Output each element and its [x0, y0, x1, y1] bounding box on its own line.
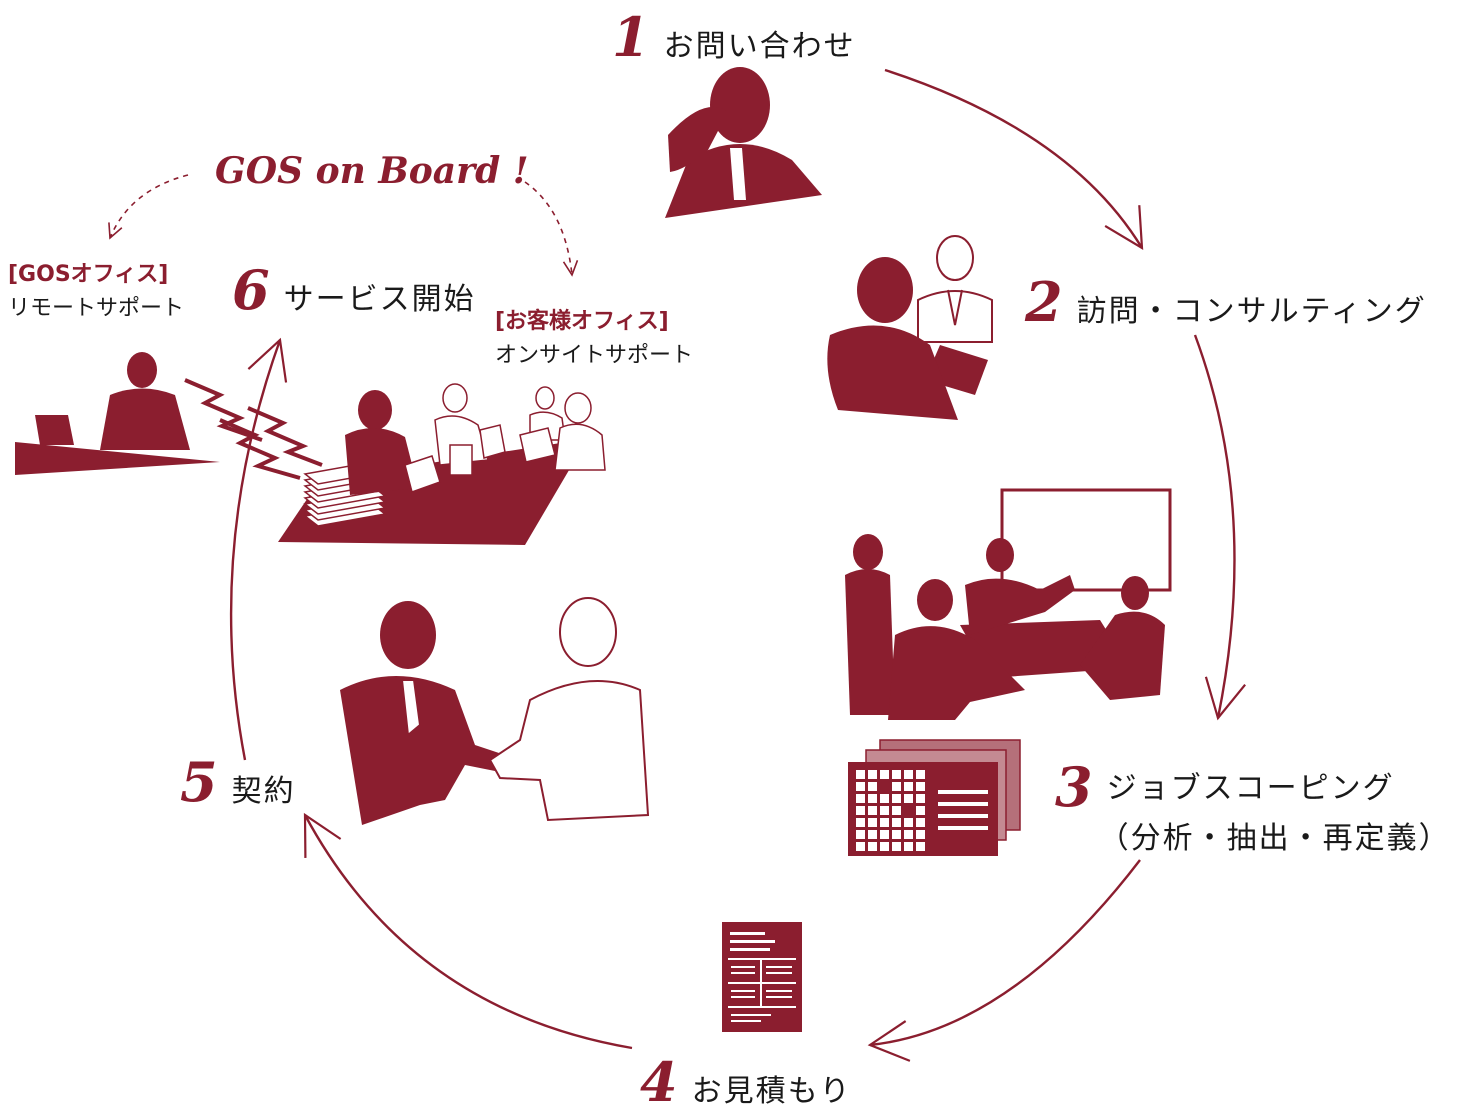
gos-dashed-arrows — [108, 174, 579, 277]
remote-support-desk-icon — [15, 352, 323, 480]
step-1-number: 1 — [612, 5, 650, 69]
arrow-4-to-5 — [303, 812, 633, 1050]
arrow-5-to-6 — [229, 337, 288, 761]
step-3: 3 ジョブスコーピング （分析・抽出・再定義） — [1055, 755, 1451, 857]
step-6: 6 サービス開始 — [232, 258, 476, 322]
cycle-arrows — [229, 68, 1246, 1062]
step-2-number: 2 — [1025, 270, 1063, 334]
arrow-2-to-3 — [1193, 334, 1246, 721]
phone-caller-icon — [665, 67, 822, 218]
step-1: 1 お問い合わせ — [612, 5, 856, 69]
onsite-support-heading: [お客様オフィス] — [495, 309, 669, 334]
onsite-support-tag: [お客様オフィス] オンサイトサポート — [495, 305, 693, 373]
step-3-number: 3 — [1055, 755, 1093, 819]
gos-on-board-title: GOS on Board ! — [215, 150, 529, 192]
step-4-number: 4 — [640, 1050, 678, 1114]
estimate-document-icon — [722, 922, 802, 1032]
step-5: 5 契約 — [180, 750, 296, 814]
step-4-label: お見積もり — [691, 1074, 852, 1109]
arrow-1-to-2 — [884, 68, 1144, 251]
remote-support-tag: [GOSオフィス] リモートサポート — [8, 258, 184, 326]
gos-arrow-remote — [108, 174, 189, 240]
step-3-sublabel: （分析・抽出・再定義） — [1098, 821, 1451, 856]
step-1-label: お問い合わせ — [663, 29, 856, 64]
step-4: 4 お見積もり — [640, 1050, 852, 1114]
step-2: 2 訪問・コンサルティング — [1025, 270, 1427, 334]
step-6-label: サービス開始 — [283, 282, 476, 317]
handshake-icon — [340, 597, 650, 825]
spreadsheet-stack-icon — [848, 739, 1021, 856]
step-2-label: 訪問・コンサルティング — [1076, 294, 1427, 329]
consulting-meeting-icon — [827, 235, 993, 420]
onsite-office-team-icon — [278, 383, 606, 545]
remote-support-heading: [GOSオフィス] — [8, 262, 169, 287]
step-6-number: 6 — [232, 258, 270, 322]
step-5-label: 契約 — [231, 774, 296, 809]
whiteboard-meeting-icon — [845, 488, 1172, 720]
arrow-3-to-4 — [867, 859, 1141, 1062]
onsite-support-text: オンサイトサポート — [495, 343, 694, 368]
remote-support-text: リモートサポート — [8, 296, 185, 321]
step-3-label: ジョブスコーピング — [1106, 771, 1395, 806]
step-5-number: 5 — [180, 750, 218, 814]
gos-arrow-onsite — [524, 181, 579, 277]
